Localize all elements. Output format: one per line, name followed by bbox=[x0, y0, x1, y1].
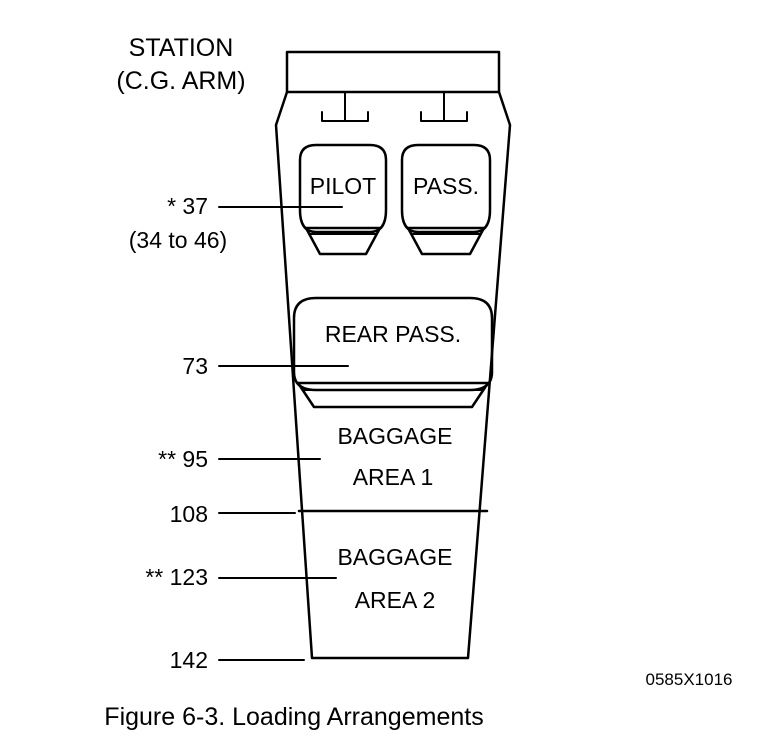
station-header-line1: STATION bbox=[129, 34, 234, 62]
rear-passenger-seat bbox=[292, 296, 494, 409]
station-142-label: 142 bbox=[170, 647, 208, 673]
passenger-control-icon bbox=[420, 91, 468, 122]
pilot-seat bbox=[298, 143, 388, 256]
figure-code: 0585X1016 bbox=[646, 670, 733, 689]
pilot-control-icon bbox=[321, 91, 369, 122]
station-header-line2: (C.G. ARM) bbox=[116, 67, 245, 95]
baggage-area-2-label-line1: BAGGAGE bbox=[337, 544, 452, 570]
baggage-area-1-label-line1: BAGGAGE bbox=[337, 423, 452, 449]
passenger-seat bbox=[400, 143, 492, 256]
station-37-label: * 37 bbox=[167, 193, 208, 219]
rear-passenger-seat-label: REAR PASS. bbox=[325, 321, 461, 347]
pilot-seat-label: PILOT bbox=[310, 173, 376, 199]
baggage-area-2-label-line2: AREA 2 bbox=[355, 587, 436, 613]
station-108-label: 108 bbox=[170, 501, 208, 527]
station-123-label: ** 123 bbox=[145, 564, 208, 590]
station-73-label: 73 bbox=[182, 353, 208, 379]
baggage-area-1-label-line2: AREA 1 bbox=[353, 464, 434, 490]
fuselage-top-band bbox=[285, 50, 501, 94]
figure-caption: Figure 6-3. Loading Arrangements bbox=[104, 703, 483, 731]
fuselage-outline bbox=[274, 90, 512, 660]
station-37-range-label: (34 to 46) bbox=[129, 227, 227, 253]
passenger-seat-label: PASS. bbox=[413, 173, 479, 199]
station-95-label: ** 95 bbox=[158, 446, 208, 472]
